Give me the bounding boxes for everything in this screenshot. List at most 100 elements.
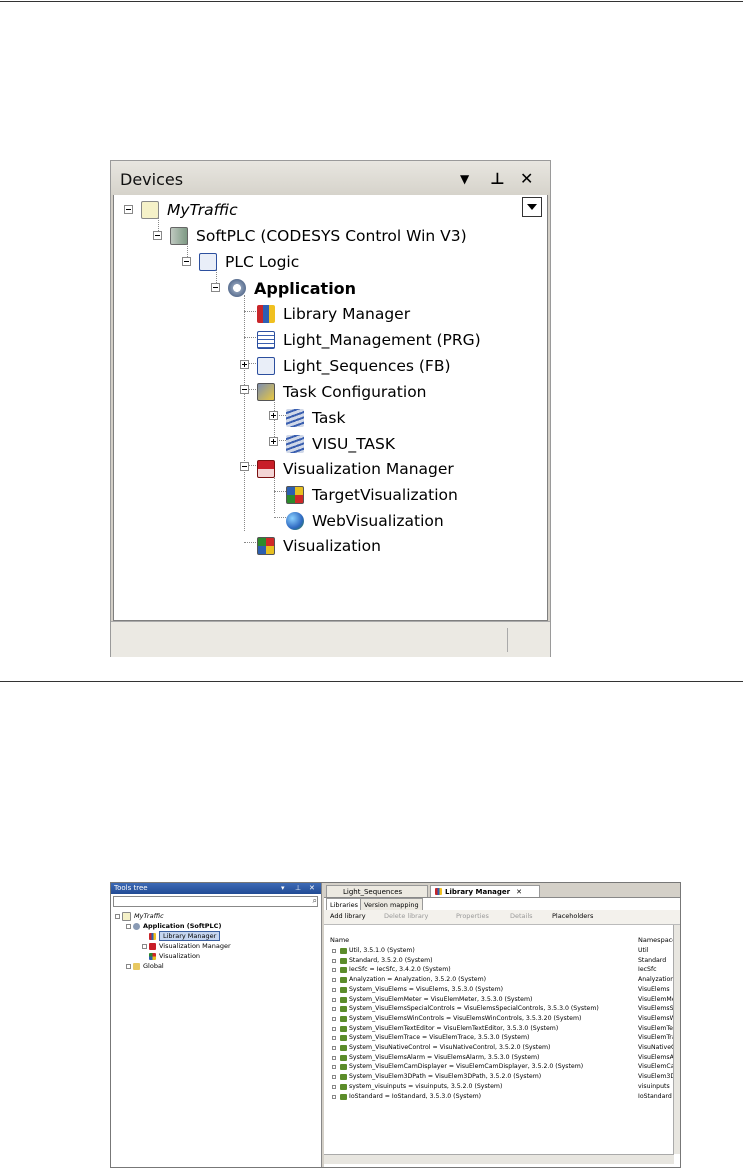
library-icon: [340, 996, 347, 1003]
tab-light-sequences[interactable]: Light_Sequences: [326, 885, 428, 897]
expand-toggle[interactable]: [269, 437, 278, 446]
table-row[interactable]: System_VisuElemTrace = VisuElemTrace, 3.…: [324, 1034, 680, 1043]
tools-tree-item[interactable]: Global: [133, 961, 164, 971]
placeholders-button[interactable]: Placeholders: [552, 912, 594, 920]
column-name[interactable]: Name: [330, 936, 350, 944]
collapse-toggle[interactable]: [240, 462, 249, 471]
tools-search-input[interactable]: [113, 896, 318, 907]
table-row[interactable]: IoStandard = IoStandard, 3.5.3.0 (System…: [324, 1093, 680, 1102]
tools-tree-item[interactable]: Visualization Manager: [149, 941, 231, 951]
expand-toggle[interactable]: [332, 1065, 336, 1070]
table-row[interactable]: IecSfc = IecSfc, 3.4.2.0 (System)IecSfc: [324, 966, 680, 975]
expand-toggle[interactable]: [126, 964, 131, 969]
vertical-scrollbar[interactable]: [673, 925, 680, 1154]
pin-icon[interactable]: ⊥: [490, 169, 505, 188]
expand-toggle[interactable]: [332, 1055, 336, 1060]
close-icon[interactable]: ✕: [516, 887, 522, 896]
collapse-toggle[interactable]: [240, 385, 249, 394]
library-name: System_VisuElem3DPath = VisuElem3DPath, …: [349, 1073, 542, 1081]
expand-toggle[interactable]: [332, 949, 336, 953]
expand-toggle[interactable]: [142, 944, 147, 949]
collapse-toggle[interactable]: [182, 257, 191, 266]
tree-node-library-manager[interactable]: Library Manager: [257, 302, 410, 326]
table-row[interactable]: Standard, 3.5.2.0 (System)Standard: [324, 957, 680, 966]
dropdown-icon[interactable]: ▼: [460, 172, 470, 186]
tree-node-label: Visualization: [283, 537, 381, 555]
expand-toggle[interactable]: [332, 1075, 336, 1080]
table-row[interactable]: System_VisuElem3DPath = VisuElem3DPath, …: [324, 1073, 680, 1082]
tree-node-light-management[interactable]: Light_Management (PRG): [257, 328, 481, 352]
add-library-button[interactable]: Add library: [330, 912, 366, 920]
properties-button[interactable]: Properties: [456, 912, 489, 920]
tree-node-application[interactable]: Application: [228, 276, 356, 300]
close-icon[interactable]: ✕: [520, 169, 534, 188]
table-row[interactable]: System_VisuElemsAlarm = VisuElemsAlarm, …: [324, 1054, 680, 1063]
collapse-toggle[interactable]: [153, 231, 162, 240]
expand-toggle[interactable]: [332, 1036, 336, 1041]
table-row[interactable]: System_VisuElemsSpecialControls = VisuEl…: [324, 1005, 680, 1014]
tree-node-label: SoftPLC (CODESYS Control Win V3): [196, 227, 467, 245]
tree-node-visualization[interactable]: Visualization: [257, 534, 381, 558]
close-icon[interactable]: ✕: [309, 884, 315, 892]
table-row[interactable]: System_VisuElemsWinControls = VisuElemsW…: [324, 1014, 680, 1024]
tree-node-web-visualization[interactable]: WebVisualization: [286, 509, 444, 533]
table-row[interactable]: System_VisuNativeControl = VisuNativeCon…: [324, 1044, 680, 1053]
application-gear-icon: [133, 922, 140, 930]
collapse-toggle[interactable]: [211, 283, 220, 292]
tools-tree-item[interactable]: Library Manager: [149, 931, 221, 941]
horizontal-scrollbar[interactable]: [324, 1154, 674, 1164]
expand-toggle[interactable]: [332, 1084, 336, 1089]
expand-toggle[interactable]: [269, 411, 278, 420]
tab-library-manager[interactable]: Library Manager✕: [430, 885, 540, 897]
library-namespace: IecSfc: [638, 966, 657, 974]
search-icon[interactable]: ⌕: [312, 896, 317, 905]
expand-toggle[interactable]: [240, 360, 249, 369]
library-icon: [340, 1054, 347, 1061]
dropdown-icon[interactable]: ▾: [281, 884, 285, 892]
tools-tree-item[interactable]: Visualization: [149, 951, 200, 961]
expand-toggle[interactable]: [332, 1016, 336, 1021]
collapse-toggle[interactable]: [124, 205, 133, 214]
expand-toggle[interactable]: [332, 958, 336, 963]
expand-toggle[interactable]: [332, 978, 336, 983]
expand-toggle[interactable]: [332, 1026, 336, 1031]
tools-tree-item[interactable]: Application (SoftPLC): [133, 921, 221, 931]
expand-toggle[interactable]: [332, 1007, 336, 1012]
details-button[interactable]: Details: [510, 912, 533, 920]
table-row[interactable]: System_VisuElemMeter = VisuElemMeter, 3.…: [324, 996, 680, 1005]
delete-library-button[interactable]: Delete library: [384, 912, 429, 920]
pin-icon[interactable]: ⊥: [295, 884, 302, 892]
tree-node-task[interactable]: Task: [286, 406, 345, 430]
table-row[interactable]: System_VisuElemCamDisplayer = VisuElemCa…: [324, 1063, 680, 1072]
table-row[interactable]: Util, 3.5.1.0 (System)Util: [324, 947, 680, 956]
function-block-icon: [257, 357, 275, 375]
table-row[interactable]: System_VisuElemTextEditor = VisuElemText…: [324, 1025, 680, 1034]
tools-tree-item[interactable]: MyTraffic: [122, 911, 164, 921]
task-icon: [286, 435, 304, 453]
tree-node-plc-logic[interactable]: PLC Logic: [199, 250, 299, 274]
library-name: System_VisuElemsWinControls = VisuElemsW…: [349, 1014, 582, 1022]
tree-node-visu-task[interactable]: VISU_TASK: [286, 432, 395, 456]
expand-toggle[interactable]: [332, 997, 336, 1002]
expand-toggle[interactable]: [332, 968, 336, 973]
tree-node-mytraffic[interactable]: MyTraffic: [141, 198, 238, 222]
tree-node-softplc[interactable]: SoftPLC (CODESYS Control Win V3): [170, 224, 467, 248]
table-row[interactable]: system_visuinputs = visuinputs, 3.5.2.0 …: [324, 1083, 680, 1092]
expand-toggle[interactable]: [332, 1046, 336, 1050]
library-icon: [340, 1025, 347, 1032]
expand-toggle[interactable]: [332, 1094, 336, 1099]
tree-line: [244, 542, 264, 543]
expand-toggle[interactable]: [332, 987, 336, 992]
column-namespace[interactable]: Namespace: [638, 936, 677, 944]
tools-tree-title: Tools tree: [114, 884, 148, 892]
editor-tabs: Light_Sequences Library Manager✕: [324, 883, 680, 898]
tree-node-light-sequences[interactable]: Light_Sequences (FB): [257, 354, 451, 378]
tree-dropdown-button[interactable]: [522, 197, 542, 217]
table-row[interactable]: System_VisuElems = VisuElems, 3.5.3.0 (S…: [324, 986, 680, 995]
collapse-toggle[interactable]: [115, 914, 120, 919]
collapse-toggle[interactable]: [126, 924, 131, 929]
tree-node-target-visualization[interactable]: TargetVisualization: [286, 483, 458, 507]
table-row[interactable]: Analyzation = Analyzation, 3.5.2.0 (Syst…: [324, 976, 680, 985]
tree-node-task-configuration[interactable]: Task Configuration: [257, 380, 427, 404]
tree-node-visualization-manager[interactable]: Visualization Manager: [257, 457, 454, 481]
